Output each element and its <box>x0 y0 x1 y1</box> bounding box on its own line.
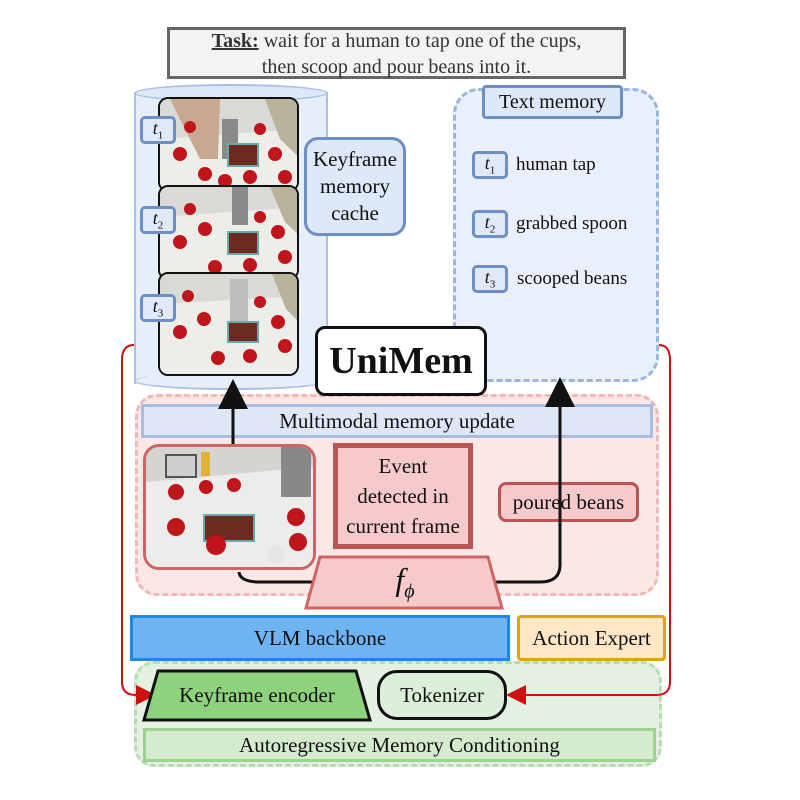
badge-t3-symbol: t <box>152 296 158 317</box>
badge-t2-symbol: t <box>152 208 158 229</box>
tm-badge-t2-symbol: t <box>484 212 490 233</box>
keyframe-memory-cache-label: Keyframe memory cache <box>304 137 406 236</box>
f-phi-symbol: fϕ <box>370 560 440 604</box>
keyframe-image-3 <box>158 272 299 376</box>
keyframe-image-1 <box>158 97 299 192</box>
text-memory-badge-t1: t1 <box>472 151 508 179</box>
tm-badge-t3-symbol: t <box>484 267 490 288</box>
badge-t1-symbol: t <box>152 118 158 139</box>
f-phi-trapezoid <box>304 555 504 610</box>
badge-t2-sub: 2 <box>157 219 164 232</box>
unimem-title: UniMem <box>315 326 487 396</box>
red-arrow-right <box>506 344 671 705</box>
text-memory-item-3: scooped beans <box>517 268 628 289</box>
keyframe-badge-t1: t1 <box>140 116 176 144</box>
text-memory-title: Text memory <box>482 85 623 119</box>
kf-label-line-1: Keyframe <box>313 147 397 171</box>
multimodal-memory-update-bar: Multimodal memory update <box>141 404 653 438</box>
event-line-2: detected in <box>357 484 449 508</box>
tm-badge-t1-sub: 1 <box>489 164 496 177</box>
flow-line-right <box>490 377 575 584</box>
f-sub-phi: ϕ <box>404 580 415 603</box>
current-frame-image <box>143 444 316 570</box>
text-memory-item-1: human tap <box>516 154 596 175</box>
tm-badge-t2-sub: 2 <box>489 223 496 236</box>
kf-label-line-3: cache <box>331 201 379 225</box>
task-line-1: wait for a human to tap one of the cups, <box>258 29 582 52</box>
keyframe-badge-t3: t3 <box>140 294 176 322</box>
task-box: Task: wait for a human to tap one of the… <box>167 27 626 79</box>
poured-beans-label: poured beans <box>498 482 639 522</box>
keyframe-encoder-label: Keyframe encoder <box>179 682 335 707</box>
vlm-backbone: VLM backbone <box>130 615 510 661</box>
text-memory-badge-t3: t3 <box>472 265 508 293</box>
event-line-1: Event <box>378 454 428 478</box>
flow-line-left <box>237 571 322 584</box>
tm-badge-t3-sub: 3 <box>489 278 496 291</box>
task-line-2: then scoop and pour beans into it. <box>261 55 532 78</box>
text-memory-item-2: grabbed spoon <box>516 213 628 234</box>
action-expert: Action Expert <box>517 615 666 661</box>
keyframe-badge-t2: t2 <box>140 206 176 234</box>
f-symbol: f <box>395 560 405 597</box>
kf-label-line-2: memory <box>320 174 390 198</box>
tokenizer-box: Tokenizer <box>377 670 507 720</box>
badge-t1-sub: 1 <box>157 129 164 142</box>
red-arrow-left <box>121 344 156 705</box>
text-memory-badge-t2: t2 <box>472 210 508 238</box>
badge-t3-sub: 3 <box>157 307 164 320</box>
event-line-3: current frame <box>346 514 460 538</box>
keyframe-encoder-trapezoid <box>142 669 372 722</box>
task-label: Task: <box>211 29 259 52</box>
event-detected-box: Event detected in current frame <box>333 443 473 549</box>
keyframe-image-2 <box>158 185 299 280</box>
tm-badge-t1-symbol: t <box>484 153 490 174</box>
autoregressive-memory-conditioning-bar: Autoregressive Memory Conditioning <box>143 728 656 762</box>
